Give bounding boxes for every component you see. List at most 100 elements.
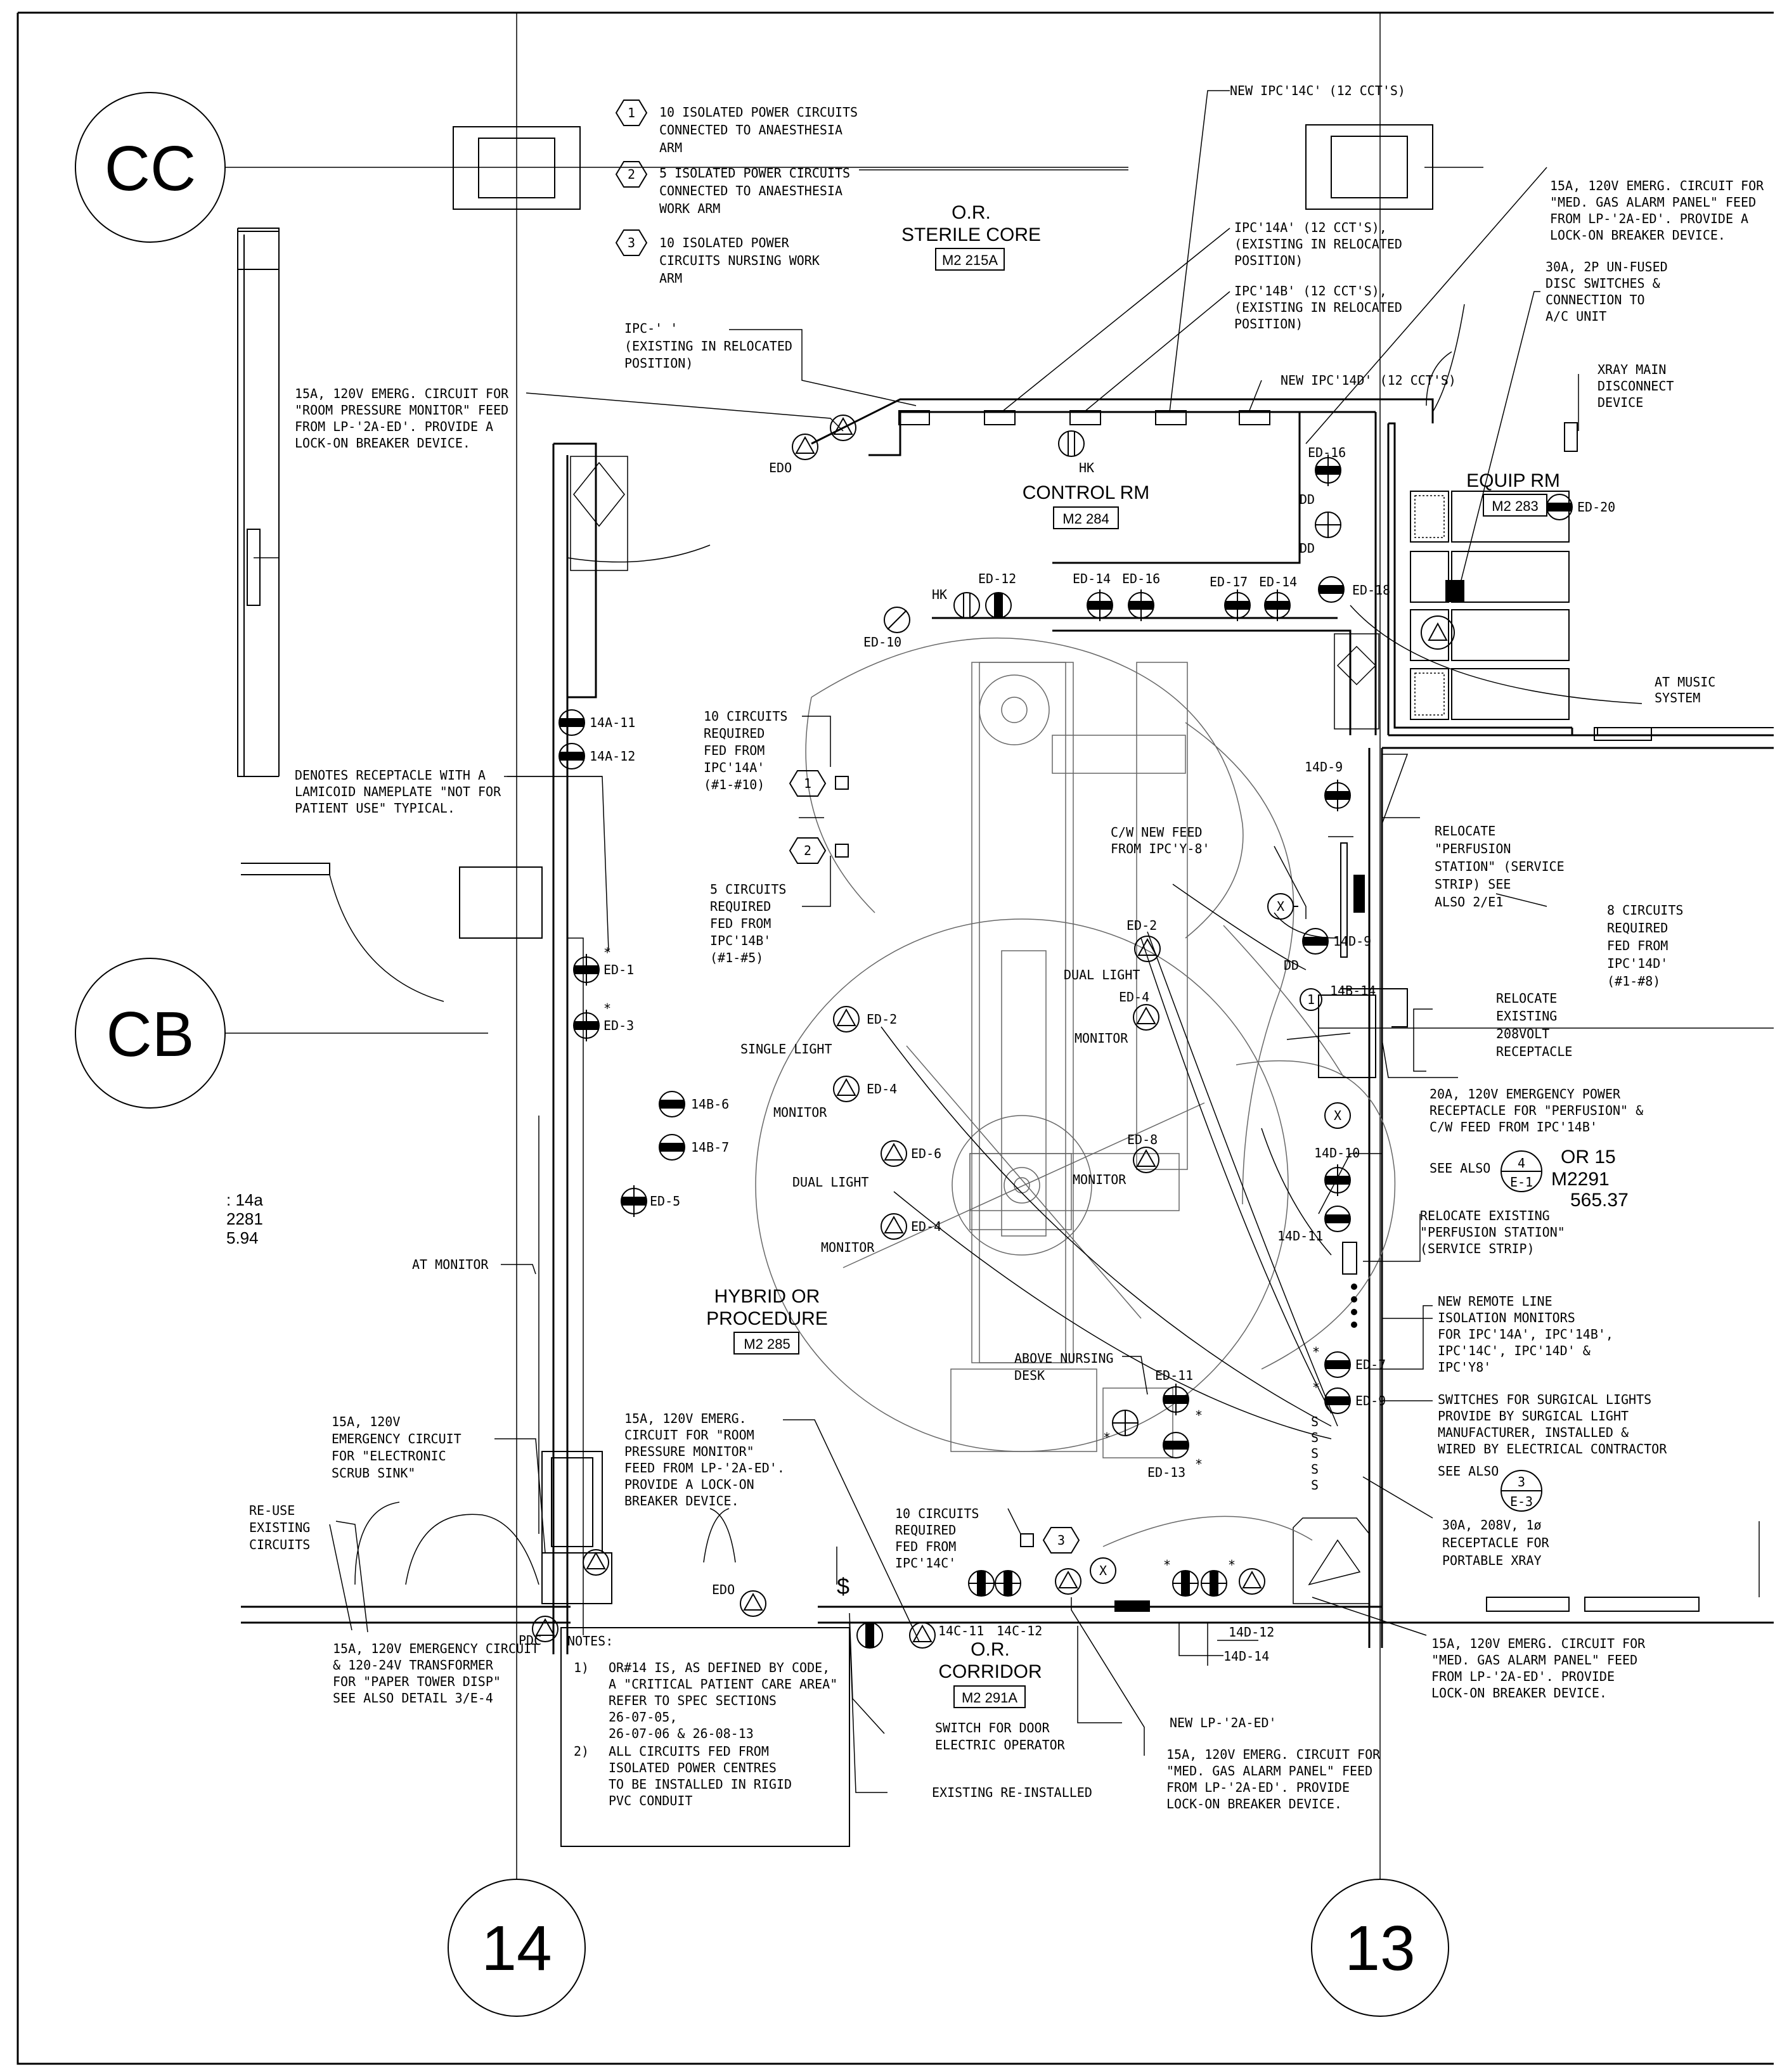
- svg-text:ARM: ARM: [659, 271, 682, 286]
- svg-text:EXISTING RE-INSTALLED: EXISTING RE-INSTALLED: [932, 1785, 1092, 1800]
- svg-text:(#1-#10): (#1-#10): [704, 777, 765, 792]
- svg-text:14B-14: 14B-14: [1330, 983, 1376, 998]
- svg-text:CB: CB: [106, 999, 195, 1070]
- svg-text:CC: CC: [105, 133, 196, 204]
- svg-text:SEE ALSO DETAIL 3/E-4: SEE ALSO DETAIL 3/E-4: [333, 1690, 493, 1706]
- receptacle-ed-5: [621, 1185, 647, 1217]
- svg-text:X: X: [1334, 1108, 1341, 1123]
- svg-text:(EXISTING IN RELOCATED: (EXISTING IN RELOCATED: [1234, 236, 1402, 252]
- svg-text:AT MONITOR: AT MONITOR: [412, 1257, 489, 1272]
- receptacle-ed-10: [884, 607, 910, 633]
- door-swing: [329, 874, 444, 1002]
- svg-text:14B-7: 14B-7: [691, 1140, 729, 1155]
- svg-text:CIRCUITS: CIRCUITS: [249, 1537, 310, 1552]
- svg-text:SWITCHES FOR SURGICAL LIGHTS: SWITCHES FOR SURGICAL LIGHTS: [1438, 1392, 1651, 1407]
- svg-text:$: $: [837, 1573, 849, 1599]
- svg-text:ED-16: ED-16: [1122, 571, 1160, 586]
- svg-text:EDO: EDO: [769, 460, 792, 475]
- svg-text:E-1: E-1: [1510, 1174, 1533, 1190]
- svg-text:RELOCATE EXISTING: RELOCATE EXISTING: [1420, 1208, 1550, 1223]
- svg-text:FOR "PAPER TOWER DISP": FOR "PAPER TOWER DISP": [333, 1674, 501, 1689]
- svg-text:ELECTRIC OPERATOR: ELECTRIC OPERATOR: [935, 1737, 1066, 1753]
- corridor-details: [354, 727, 1760, 1612]
- svg-text:15A, 120V EMERG. CIRCUIT FOR: 15A, 120V EMERG. CIRCUIT FOR: [295, 386, 509, 401]
- svg-text:ED-10: ED-10: [863, 634, 901, 650]
- svg-text:PDC: PDC: [519, 1633, 541, 1648]
- svg-text:"MED. GAS ALARM PANEL" FEED: "MED. GAS ALARM PANEL" FEED: [1431, 1652, 1637, 1668]
- svg-text:DD: DD: [1300, 492, 1315, 507]
- data-outlets: [532, 415, 1265, 1649]
- grid-bubble-cc: CC: [75, 92, 226, 243]
- svg-text:DUAL LIGHT: DUAL LIGHT: [1064, 967, 1140, 982]
- room-control: CONTROL RM M2 284: [1023, 482, 1149, 529]
- svg-text:MONITOR: MONITOR: [821, 1240, 875, 1255]
- room-corridor: O.R. CORRIDOR M2 291A: [938, 1639, 1042, 1708]
- receptacle-14c-11b: [995, 1570, 1021, 1597]
- door-swing: [567, 544, 711, 563]
- svg-text:3: 3: [1518, 1474, 1525, 1490]
- svg-text:REQUIRED: REQUIRED: [704, 726, 765, 741]
- boom-sweeps: [755, 637, 1396, 1547]
- svg-text:*: *: [604, 945, 611, 960]
- svg-text:IPC'14B': IPC'14B': [710, 933, 771, 948]
- svg-text:ED-8: ED-8: [1127, 1132, 1158, 1147]
- svg-text:C/W FEED FROM IPC'14B': C/W FEED FROM IPC'14B': [1430, 1119, 1598, 1135]
- svg-text:10 CIRCUITS: 10 CIRCUITS: [704, 709, 787, 724]
- svg-text:2): 2): [574, 1744, 589, 1759]
- svg-text:"PERFUSION STATION": "PERFUSION STATION": [1420, 1225, 1565, 1240]
- device-labels: EDO HK HK DD DD ED-16 ED-18 ED-20 ED-12 …: [590, 445, 1615, 1664]
- svg-text:PVC CONDUIT: PVC CONDUIT: [609, 1793, 692, 1808]
- svg-text:EQUIP RM: EQUIP RM: [1466, 470, 1560, 491]
- door-swing: [1426, 351, 1452, 406]
- svg-text:"MED. GAS ALARM PANEL" FEED: "MED. GAS ALARM PANEL" FEED: [1166, 1763, 1372, 1779]
- column-top-right: [1305, 124, 1433, 210]
- svg-text:ED-11: ED-11: [1155, 1368, 1193, 1383]
- wall-chase-bottom: [1293, 1517, 1370, 1604]
- svg-text:REQUIRED: REQUIRED: [1607, 920, 1668, 936]
- receptacle-ed-12: [985, 592, 1012, 619]
- svg-text:M2 291A: M2 291A: [962, 1690, 1017, 1706]
- svg-text:XRAY MAIN: XRAY MAIN: [1598, 362, 1666, 377]
- receptacle-14d-9a: [1324, 780, 1351, 811]
- svg-text:14B-6: 14B-6: [691, 1097, 729, 1112]
- svg-text:15A, 120V EMERG. CIRCUIT FOR: 15A, 120V EMERG. CIRCUIT FOR: [1166, 1747, 1381, 1762]
- perfusion-strip: [1318, 842, 1408, 1328]
- svg-text:ED-16: ED-16: [1308, 445, 1346, 460]
- receptacle-14b-6: [659, 1091, 685, 1117]
- svg-text:3: 3: [628, 235, 635, 250]
- receptacle-ed-13: [1163, 1432, 1189, 1458]
- svg-text:RE-USE: RE-USE: [249, 1503, 295, 1518]
- svg-text:DD: DD: [1300, 541, 1315, 556]
- svg-text:15A, 120V: 15A, 120V: [332, 1414, 400, 1429]
- svg-text:14A-12: 14A-12: [590, 749, 635, 764]
- receptacle-14d-12: [1172, 1570, 1199, 1597]
- leader-lines: [329, 90, 1643, 1793]
- svg-text:POSITION): POSITION): [624, 356, 693, 371]
- svg-text:OR#14 IS, AS DEFINED BY CODE,: OR#14 IS, AS DEFINED BY CODE,: [609, 1660, 830, 1675]
- grid-lines: [225, 13, 1774, 1879]
- imaging-equipment: [950, 662, 1188, 1458]
- svg-text:14C-12: 14C-12: [997, 1623, 1042, 1638]
- svg-text:1): 1): [574, 1660, 589, 1675]
- svg-text:ED-4: ED-4: [1119, 989, 1149, 1005]
- svg-text:WIRED BY ELECTRICAL CONTRACTOR: WIRED BY ELECTRICAL CONTRACTOR: [1438, 1441, 1667, 1457]
- receptacle-ed-9: [1324, 1387, 1351, 1414]
- svg-text:20A, 120V EMERGENCY POWER: 20A, 120V EMERGENCY POWER: [1430, 1086, 1621, 1102]
- svg-text:S: S: [1311, 1477, 1319, 1493]
- svg-text:*: *: [1195, 1457, 1203, 1472]
- svg-text:ISOLATED POWER CENTRES: ISOLATED POWER CENTRES: [609, 1760, 777, 1775]
- svg-text:ED-5: ED-5: [650, 1194, 680, 1209]
- svg-text:10 ISOLATED POWER CIRCUITS: 10 ISOLATED POWER CIRCUITS: [659, 105, 858, 120]
- svg-text:M2 284: M2 284: [1062, 511, 1109, 527]
- svg-text:FROM LP-'2A-ED'. PROVIDE: FROM LP-'2A-ED'. PROVIDE: [1431, 1669, 1615, 1684]
- svg-text:NEW IPC'14C' (12 CCT'S): NEW IPC'14C' (12 CCT'S): [1230, 83, 1405, 98]
- room-equip: EQUIP RM M2 283: [1466, 470, 1560, 517]
- svg-text:IPC'Y8': IPC'Y8': [1438, 1360, 1491, 1375]
- svg-text:CIRCUIT FOR "ROOM: CIRCUIT FOR "ROOM: [624, 1427, 754, 1443]
- svg-text:2: 2: [628, 167, 635, 182]
- svg-text:ED-13: ED-13: [1147, 1465, 1185, 1480]
- svg-text:S: S: [1311, 1430, 1319, 1445]
- svg-text:2: 2: [804, 843, 811, 858]
- svg-text:14D-12: 14D-12: [1229, 1625, 1274, 1640]
- svg-text:STERILE CORE: STERILE CORE: [901, 224, 1041, 245]
